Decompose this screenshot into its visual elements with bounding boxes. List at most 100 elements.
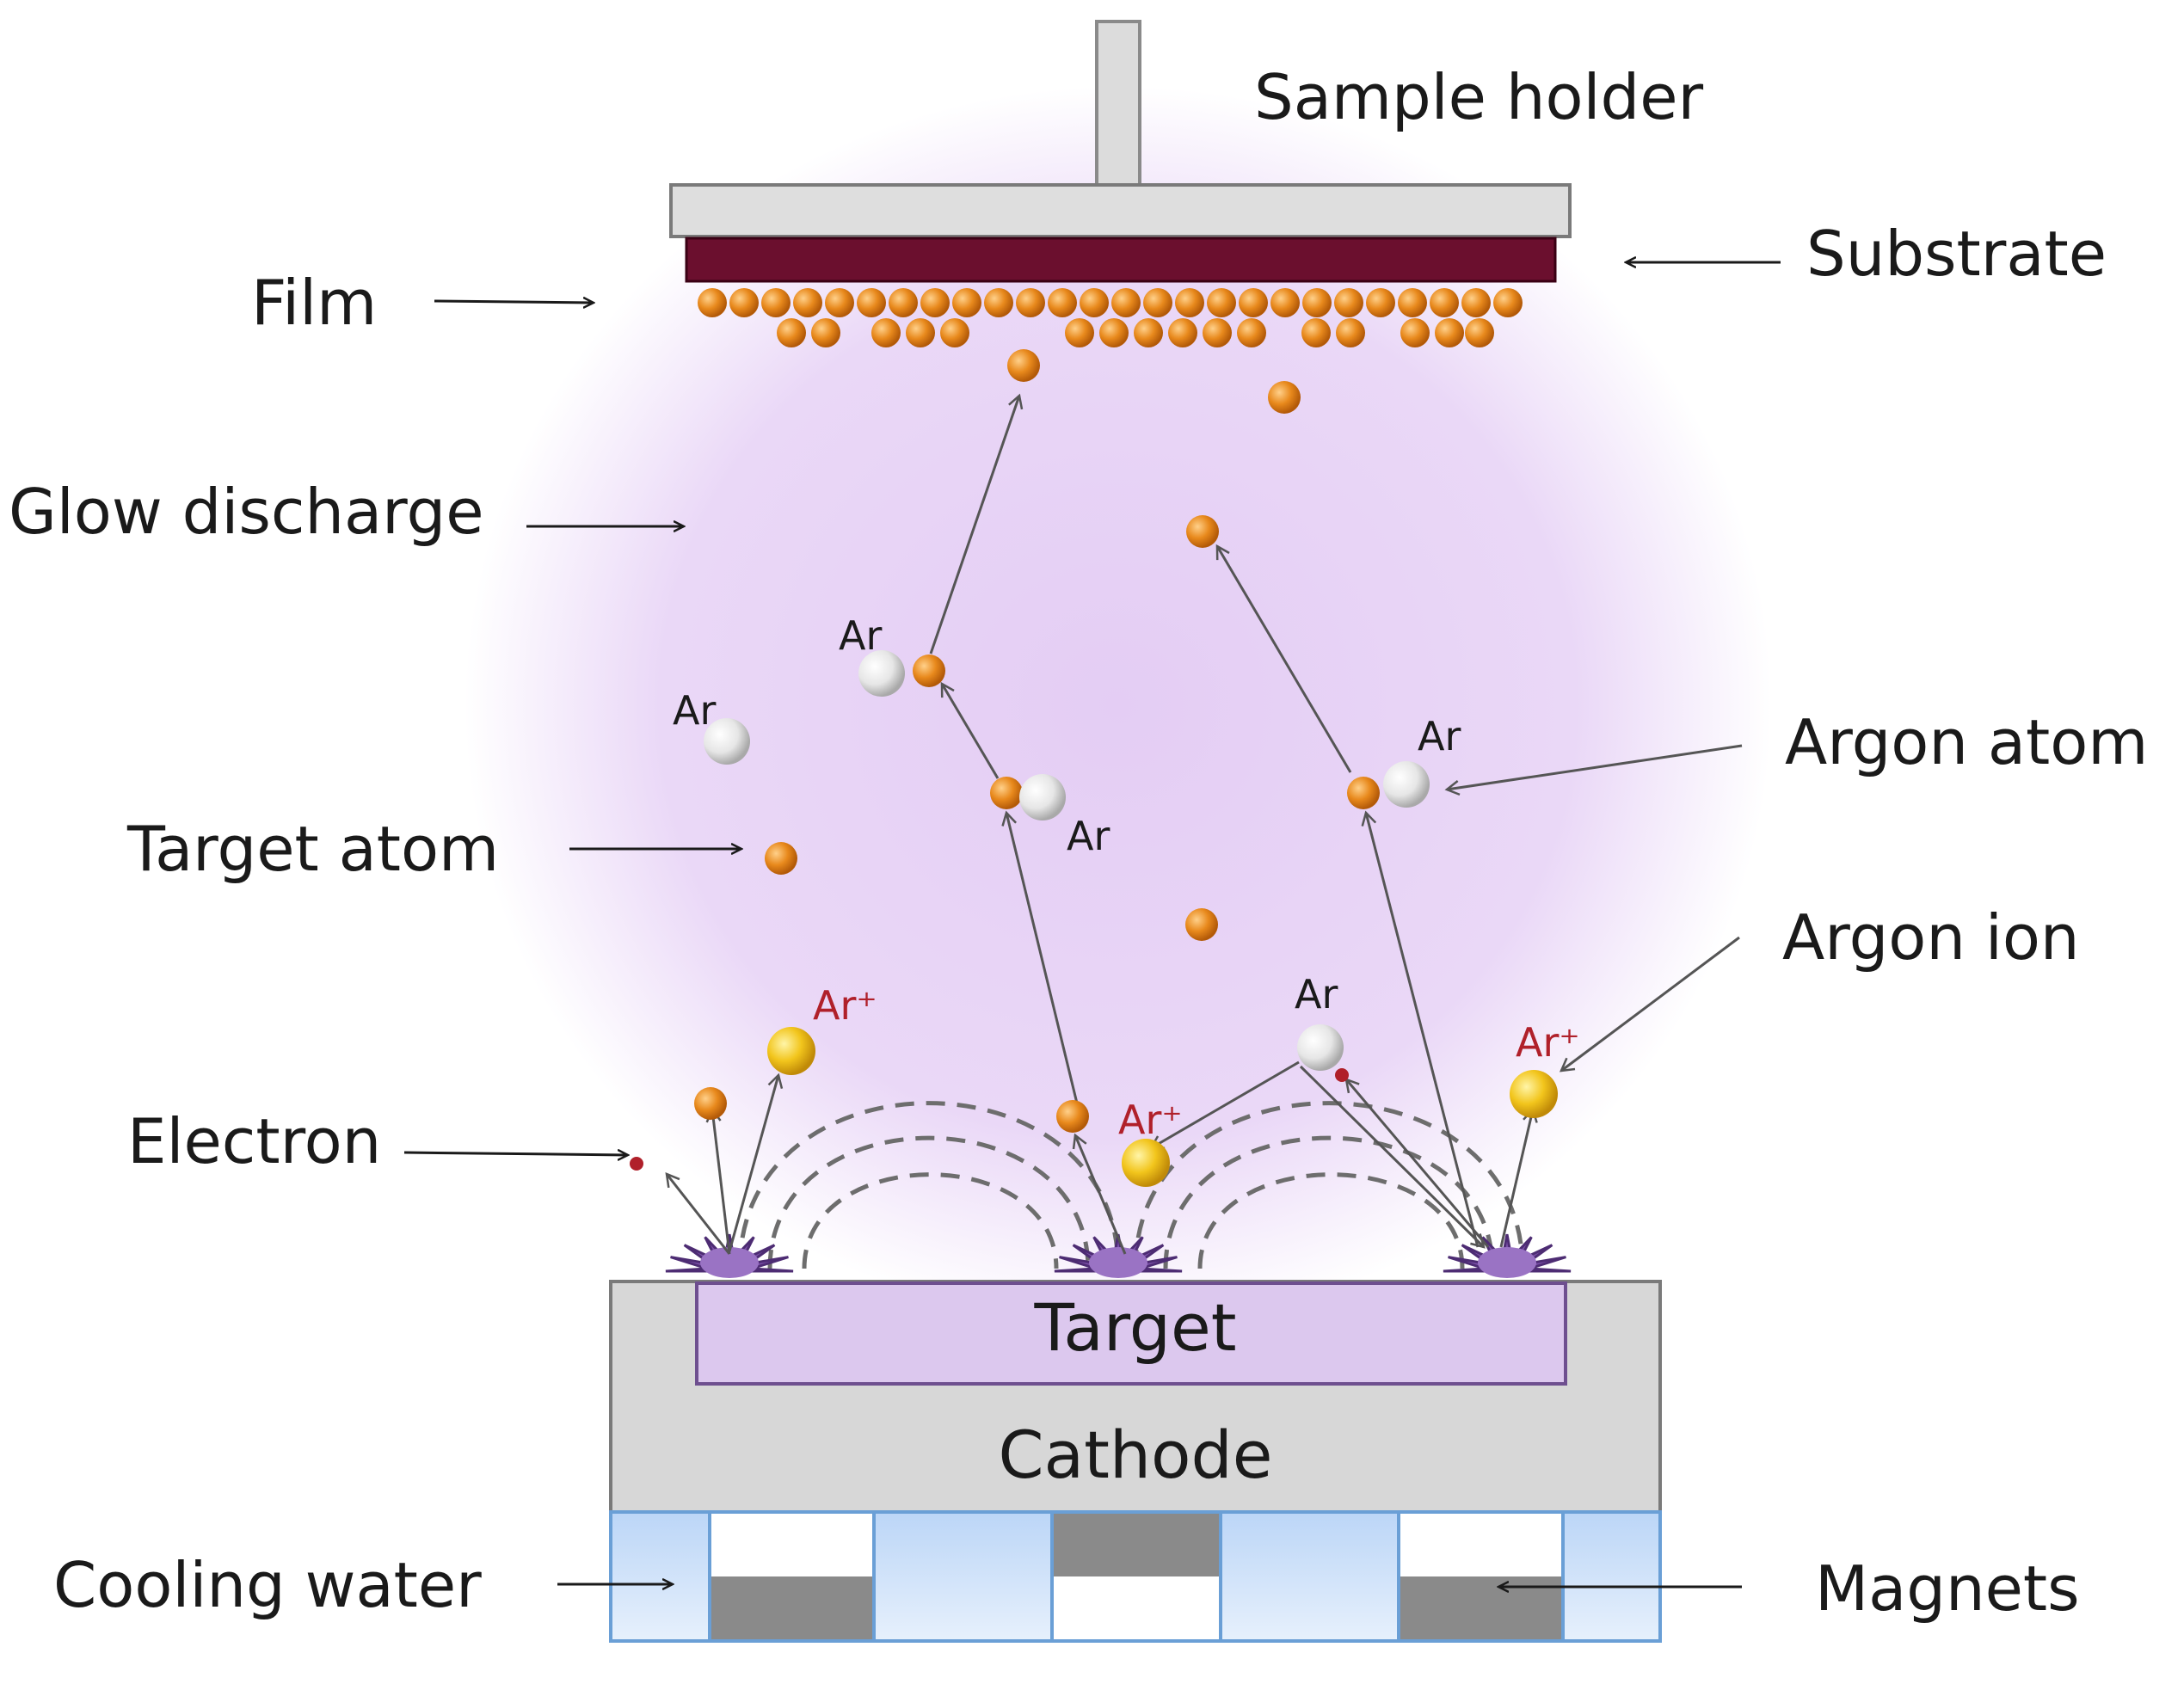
particle-symbol: Ar (839, 612, 882, 659)
film-atom (1111, 288, 1141, 317)
film-atom (1016, 288, 1045, 317)
trajectory-arrow (1215, 544, 1352, 773)
magnet-row (609, 1510, 1662, 1643)
cooling-water-cell (875, 1514, 1051, 1639)
label-cooling-water: Cooling water (53, 1549, 482, 1621)
target-atom (1268, 381, 1301, 414)
callout-arrows (403, 262, 1781, 1587)
target-atom (765, 842, 797, 875)
trajectory-arrow (705, 1107, 731, 1255)
target-block (695, 1281, 1567, 1386)
film-atom (777, 318, 806, 347)
sample-holder-plate (669, 183, 1572, 238)
trajectory-arrow (1499, 1107, 1538, 1248)
target-atom (1185, 908, 1218, 941)
target-atom (990, 777, 1023, 809)
film-atom (1134, 318, 1163, 347)
cooling-water-cell (1564, 1514, 1658, 1639)
target-atom (1186, 515, 1219, 548)
burst-core (1478, 1247, 1536, 1278)
trajectory-arrow (1001, 810, 1081, 1115)
particle-symbol: Ar (1418, 713, 1461, 759)
sample-holder-rod (1095, 20, 1141, 191)
label-sample-holder: Sample holder (1254, 61, 1704, 133)
argon-atom (1383, 761, 1430, 808)
label-electron: Electron (127, 1105, 381, 1177)
argon-ion (767, 1027, 815, 1075)
film-atom (940, 318, 969, 347)
film-atom (1175, 288, 1204, 317)
magnet-right (1400, 1514, 1562, 1576)
label-glow-discharge: Glow discharge (9, 476, 484, 548)
particle-symbol: Ar⁺ (813, 982, 877, 1029)
film-atom (1168, 318, 1197, 347)
film-atom (1207, 288, 1236, 317)
cooling-water-cell (612, 1514, 709, 1639)
label-argon-ion: Argon ion (1782, 901, 2080, 974)
particle-symbol: Ar (673, 687, 716, 734)
film-atom (1143, 288, 1172, 317)
film-atom (825, 288, 854, 317)
electron (630, 1157, 643, 1171)
film-atom (1398, 288, 1427, 317)
trajectory-arrow (1361, 810, 1480, 1248)
sputter-bursts (665, 1233, 1572, 1278)
label-substrate: Substrate (1806, 218, 2107, 290)
target-atom (1007, 349, 1040, 382)
film-atom (1336, 318, 1365, 347)
argon-atom (1297, 1024, 1344, 1071)
trajectory-arrow (929, 393, 1024, 655)
film-atom (761, 288, 791, 317)
film-atom (871, 318, 901, 347)
film-atom (1239, 288, 1268, 317)
cooling-water-cell (1221, 1514, 1398, 1639)
particles (630, 349, 1558, 1187)
argon-ion-arrow (1559, 936, 1740, 1072)
electron-arrow (403, 1152, 628, 1155)
film-atom (793, 288, 822, 317)
target-atom (1056, 1100, 1089, 1133)
magnet-center (1053, 1514, 1220, 1576)
film-atom (1493, 288, 1523, 317)
argon-atom-arrow (1444, 744, 1743, 796)
film-atom (889, 288, 918, 317)
film-atom (1461, 288, 1491, 317)
magnet-left (711, 1514, 873, 1576)
trajectory-arrow (728, 1072, 784, 1252)
label-argon-atom: Argon atom (1785, 706, 2148, 778)
particle-symbol: Ar (1295, 971, 1338, 1017)
film-atom (1302, 288, 1332, 317)
field-line (1133, 1101, 1525, 1269)
particle-symbol: Ar (1067, 813, 1110, 859)
film-atom (1099, 318, 1129, 347)
trajectory-arrow (1299, 1065, 1486, 1249)
film-arrow (434, 301, 594, 303)
trajectory-arrow (1344, 1078, 1490, 1248)
film-atom (906, 318, 935, 347)
field-line (802, 1172, 1059, 1269)
film-atom (952, 288, 981, 317)
film-atom (811, 318, 840, 347)
particle-symbol: Ar⁺ (1516, 1019, 1580, 1066)
trajectory-arrow (1148, 1060, 1300, 1150)
label-magnets: Magnets (1815, 1552, 2080, 1625)
film-atom (1366, 288, 1395, 317)
trajectory-arrow (665, 1172, 731, 1255)
trajectory-arrow (1072, 1133, 1127, 1255)
film-atom (1400, 318, 1430, 347)
target-atom (694, 1087, 727, 1120)
film-atom (920, 288, 950, 317)
film-atoms (698, 288, 1523, 347)
electron (1335, 1068, 1349, 1082)
film-atom (1301, 318, 1331, 347)
glow-discharge-plasma (464, 86, 1772, 1324)
label-target: Target (1033, 1289, 1236, 1366)
film-atom (1334, 288, 1363, 317)
film-atom (1203, 318, 1232, 347)
film-atom (1270, 288, 1300, 317)
film-atom (1435, 318, 1464, 347)
film-atom (1080, 288, 1109, 317)
